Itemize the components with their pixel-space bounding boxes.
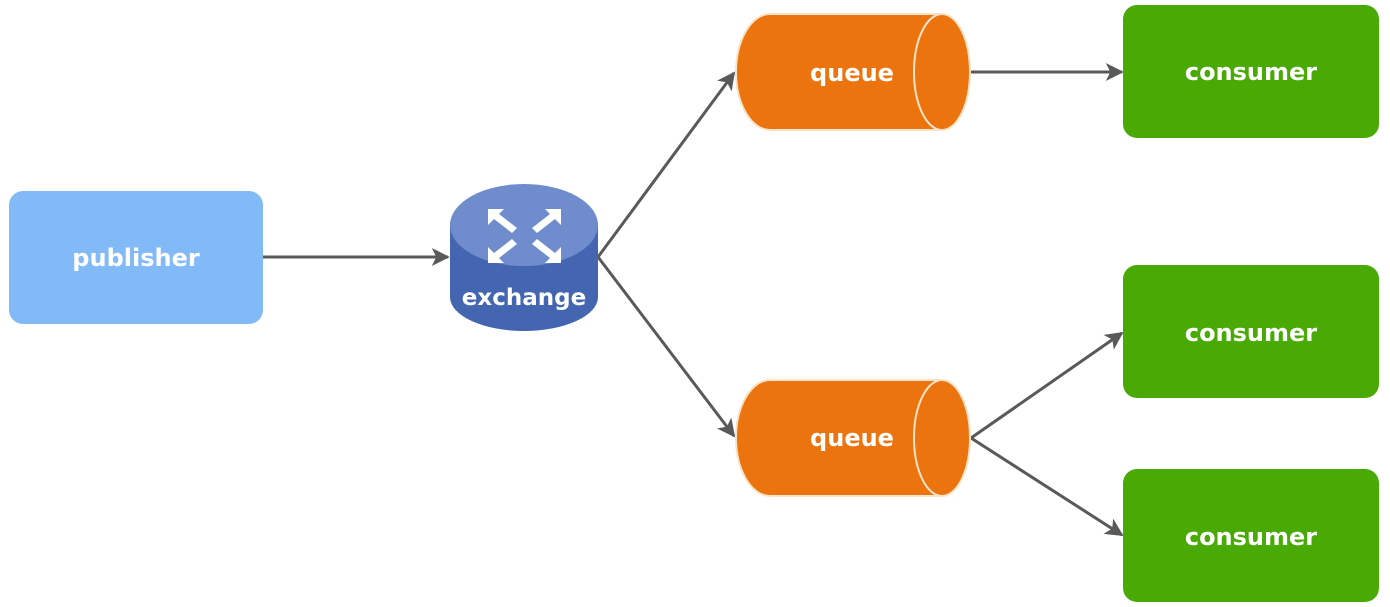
publisher-node: publisher [9,191,263,324]
consumer-2-label: consumer [1185,319,1317,347]
queue-2-label: queue [810,424,894,452]
queue-1-node: queue [735,13,971,131]
consumer-3-node: consumer [1123,469,1379,602]
edge-exchange-queue-1 [596,71,736,258]
consumer-2-node: consumer [1123,265,1379,398]
consumer-1-node: consumer [1123,5,1379,138]
publisher-box [9,191,263,324]
edge-queue-2-consumer-3 [970,436,1124,537]
exchange-top [450,184,598,266]
exchange-label: exchange [462,285,586,311]
edge-queue-2-consumer-2 [970,331,1124,440]
consumer-1-label: consumer [1185,58,1317,86]
edge-exchange-queue-2 [596,256,736,438]
routing-arrows-icon [488,209,561,263]
queue-2-node: queue [735,379,971,497]
publisher-label: publisher [72,244,200,272]
consumer-3-label: consumer [1185,523,1317,551]
consumer-2-box [1123,265,1379,398]
queue-2-cap [913,379,943,497]
queue-1-cap [913,13,943,131]
queue-1-label: queue [810,59,894,87]
exchange-node: exchange [450,184,598,331]
consumer-3-box [1123,469,1379,602]
edges [263,63,1124,537]
consumer-1-box [1123,5,1379,138]
